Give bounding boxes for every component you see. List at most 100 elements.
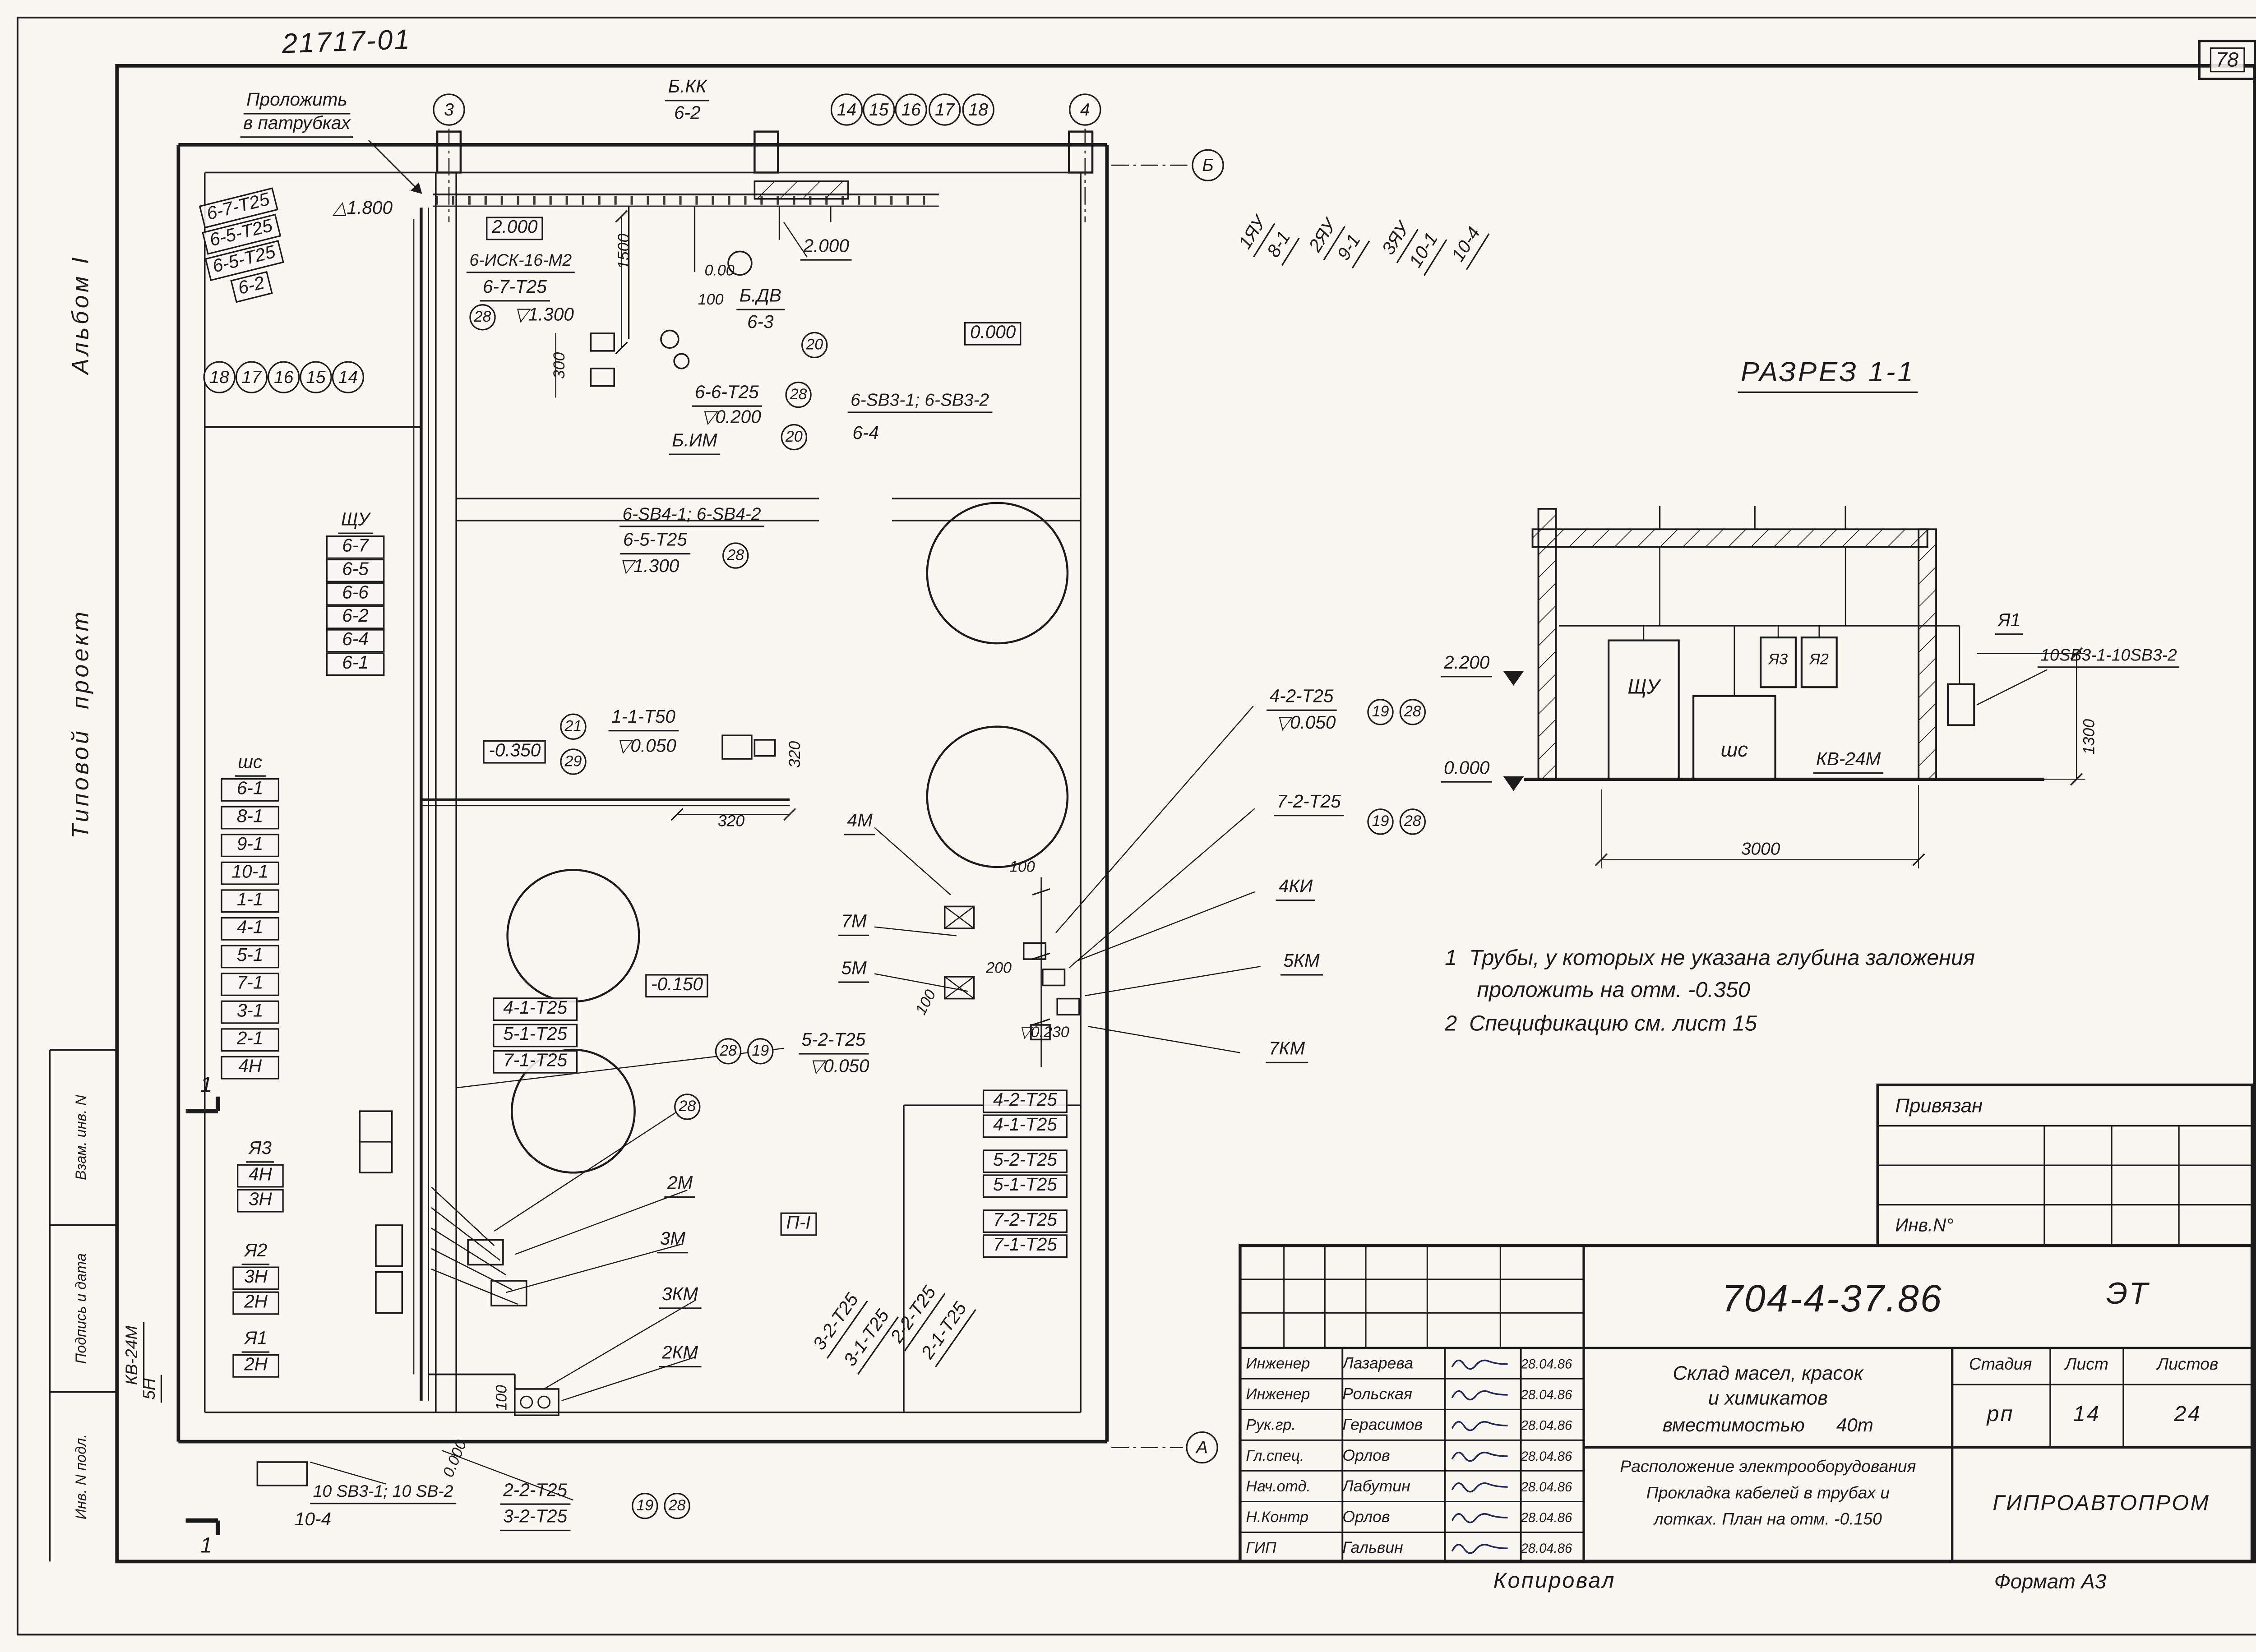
annotation-label: КВ-24М: [1813, 750, 1884, 773]
annotation-label: 2.000: [800, 236, 852, 260]
annotation-label: 6-ИСК-16-М2: [466, 253, 575, 274]
titleblock-signature-rows: Инженер Лазарева 28.04.86 Инженер Рольск…: [1240, 1348, 1584, 1563]
titleblock-row: Гл.спец. Орлов 28.04.86: [1240, 1440, 1584, 1471]
annotation-label: 5-1-Т25: [493, 1024, 578, 1047]
annotation-label: 16: [895, 93, 927, 126]
grid-axis-a: А: [1186, 1431, 1218, 1464]
annotation-label: 6-1: [221, 778, 280, 801]
organization: ГИПРОАВТОПРОМ: [1992, 1491, 2210, 1516]
row-date: 28.04.86: [1521, 1509, 1572, 1524]
row-signature: [1445, 1537, 1521, 1558]
margin-album: Альбом I: [69, 254, 94, 374]
margin-project: Типовой проект: [69, 609, 94, 839]
doc-number-top: 21717-01: [281, 25, 412, 60]
annotation-label: 19: [1367, 808, 1394, 835]
copied-label: Копировал: [1493, 1569, 1616, 1594]
dimension: 1500: [615, 233, 633, 270]
annotation-label: 15: [863, 93, 895, 126]
annotation-label: 28: [722, 542, 749, 569]
row-role: Н.Контр: [1246, 1508, 1308, 1526]
row-name: Лабутин: [1342, 1477, 1410, 1495]
annotation-label: 7КМ: [1266, 1039, 1308, 1063]
annotation-label: 18: [203, 361, 236, 393]
row-name: Орлов: [1342, 1446, 1390, 1464]
elevation-mark: 0.000: [1441, 758, 1493, 782]
sheet-title-2: Прокладка кабелей в трубах и: [1646, 1485, 1890, 1503]
project-title-2: и химикатов: [1708, 1387, 1828, 1409]
section-mark-1: 1: [200, 1073, 213, 1098]
signature-icon: [1451, 1451, 1508, 1461]
titleblock-row: Инженер Рольская 28.04.86: [1240, 1379, 1584, 1409]
signature-icon: [1451, 1512, 1508, 1523]
box-ya2: Я2: [1809, 651, 1829, 669]
annotation-label: 7-1-Т25: [493, 1050, 578, 1073]
annotation-label: 6-7-Т25: [480, 277, 550, 301]
titleblock-row: Н.Контр Орлов 28.04.86: [1240, 1502, 1584, 1532]
binding-inv-label: Инв.N°: [1895, 1215, 1954, 1236]
annotation-label: 3-2-Т25: [500, 1507, 570, 1531]
ya3-list-header: Я3: [246, 1139, 275, 1162]
annotation-label: 5-2-Т25: [798, 1030, 869, 1054]
annotation-label: 4-1: [221, 917, 280, 940]
annotation-label: 2-1: [221, 1028, 280, 1051]
section-mark-1: 1: [200, 1533, 213, 1559]
row-name: Гальвин: [1342, 1539, 1403, 1557]
annotation-label: 14: [332, 361, 365, 393]
dimension: 200: [986, 960, 1012, 978]
annotation-label: 4Н: [237, 1164, 284, 1187]
annotation-label: 19: [1367, 699, 1394, 725]
annotation-label: 2Н: [232, 1291, 280, 1314]
row-role: Нач.отд.: [1246, 1477, 1311, 1495]
annotation-label: в патрубках: [240, 114, 354, 137]
annotation-label: 10 SВ3-1; 10 SВ-2: [310, 1484, 457, 1505]
annotation-label: 20: [781, 424, 808, 451]
annotation-label: 5-2-Т25: [982, 1149, 1068, 1172]
sheet-value: 14: [2073, 1402, 2101, 1427]
annotation-label: Б.ИМ: [669, 431, 721, 455]
annotation-label: Проложить: [243, 90, 351, 114]
annotation-label: 9-1: [221, 834, 280, 857]
sheet-title-1: Расположение электрооборудования: [1620, 1458, 1916, 1477]
row-role: Инженер: [1246, 1385, 1310, 1403]
row-role: Гл.спец.: [1246, 1446, 1304, 1464]
box-ya1: Я1: [1995, 611, 2024, 634]
row-name: Рольская: [1342, 1385, 1413, 1403]
annotation-label: 6-2: [326, 605, 385, 628]
annotation-label: 6-SВ4-1; 6-SВ4-2: [619, 504, 764, 527]
annotation-label: 6-6-Т25: [692, 383, 762, 406]
row-signature: [1445, 1507, 1521, 1527]
note-line-2: проложить на отм. -0.350: [1477, 978, 1751, 1003]
stage-value: рп: [1987, 1402, 2014, 1427]
annotation-label: 6-6: [326, 582, 385, 605]
row-date: 28.04.86: [1521, 1356, 1572, 1371]
annotation-label: 6-4: [326, 629, 385, 652]
section-title: РАЗРЕЗ 1-1: [1738, 359, 1918, 392]
annotation-label: Б.ДВ: [736, 286, 785, 310]
annotation-label: 8-1: [221, 806, 280, 829]
annotation-label: 7М: [838, 912, 870, 936]
titleblock-row: Рук.гр. Герасимов 28.04.86: [1240, 1409, 1584, 1440]
annotation-label: 3-1: [221, 1000, 280, 1023]
row-role: ГИП: [1246, 1539, 1276, 1557]
annotation-label: 6-3: [747, 312, 774, 332]
annotation-label: ▽0.200: [701, 406, 761, 428]
row-signature: [1445, 1476, 1521, 1496]
signature-icon: [1451, 1543, 1508, 1553]
annotation-label: 2.000: [486, 217, 544, 240]
row-signature: [1445, 1353, 1521, 1374]
shs-list-header: шс: [235, 752, 265, 776]
annotation-label: 5-1: [221, 945, 280, 968]
doc-type: ЭТ: [2106, 1277, 2150, 1311]
annotation-label: 7-2-Т25: [982, 1209, 1068, 1232]
stage-header: Стадия: [1969, 1356, 2032, 1374]
row-date: 28.04.86: [1521, 1479, 1572, 1494]
annotation-label: 4Н: [221, 1056, 280, 1079]
titleblock-row: ГИП Гальвин 28.04.86: [1240, 1532, 1584, 1563]
annotation-label: 4-2-Т25: [982, 1089, 1068, 1112]
annotation-label: 2М: [664, 1174, 696, 1197]
annotation-label: 10SВ3-1-10SВ3-2: [2037, 647, 2180, 669]
signature-icon: [1451, 1389, 1508, 1400]
sheet-title-3: лотках. План на отм. -0.150: [1654, 1511, 1882, 1529]
annotation-label: 6-5: [326, 558, 385, 582]
